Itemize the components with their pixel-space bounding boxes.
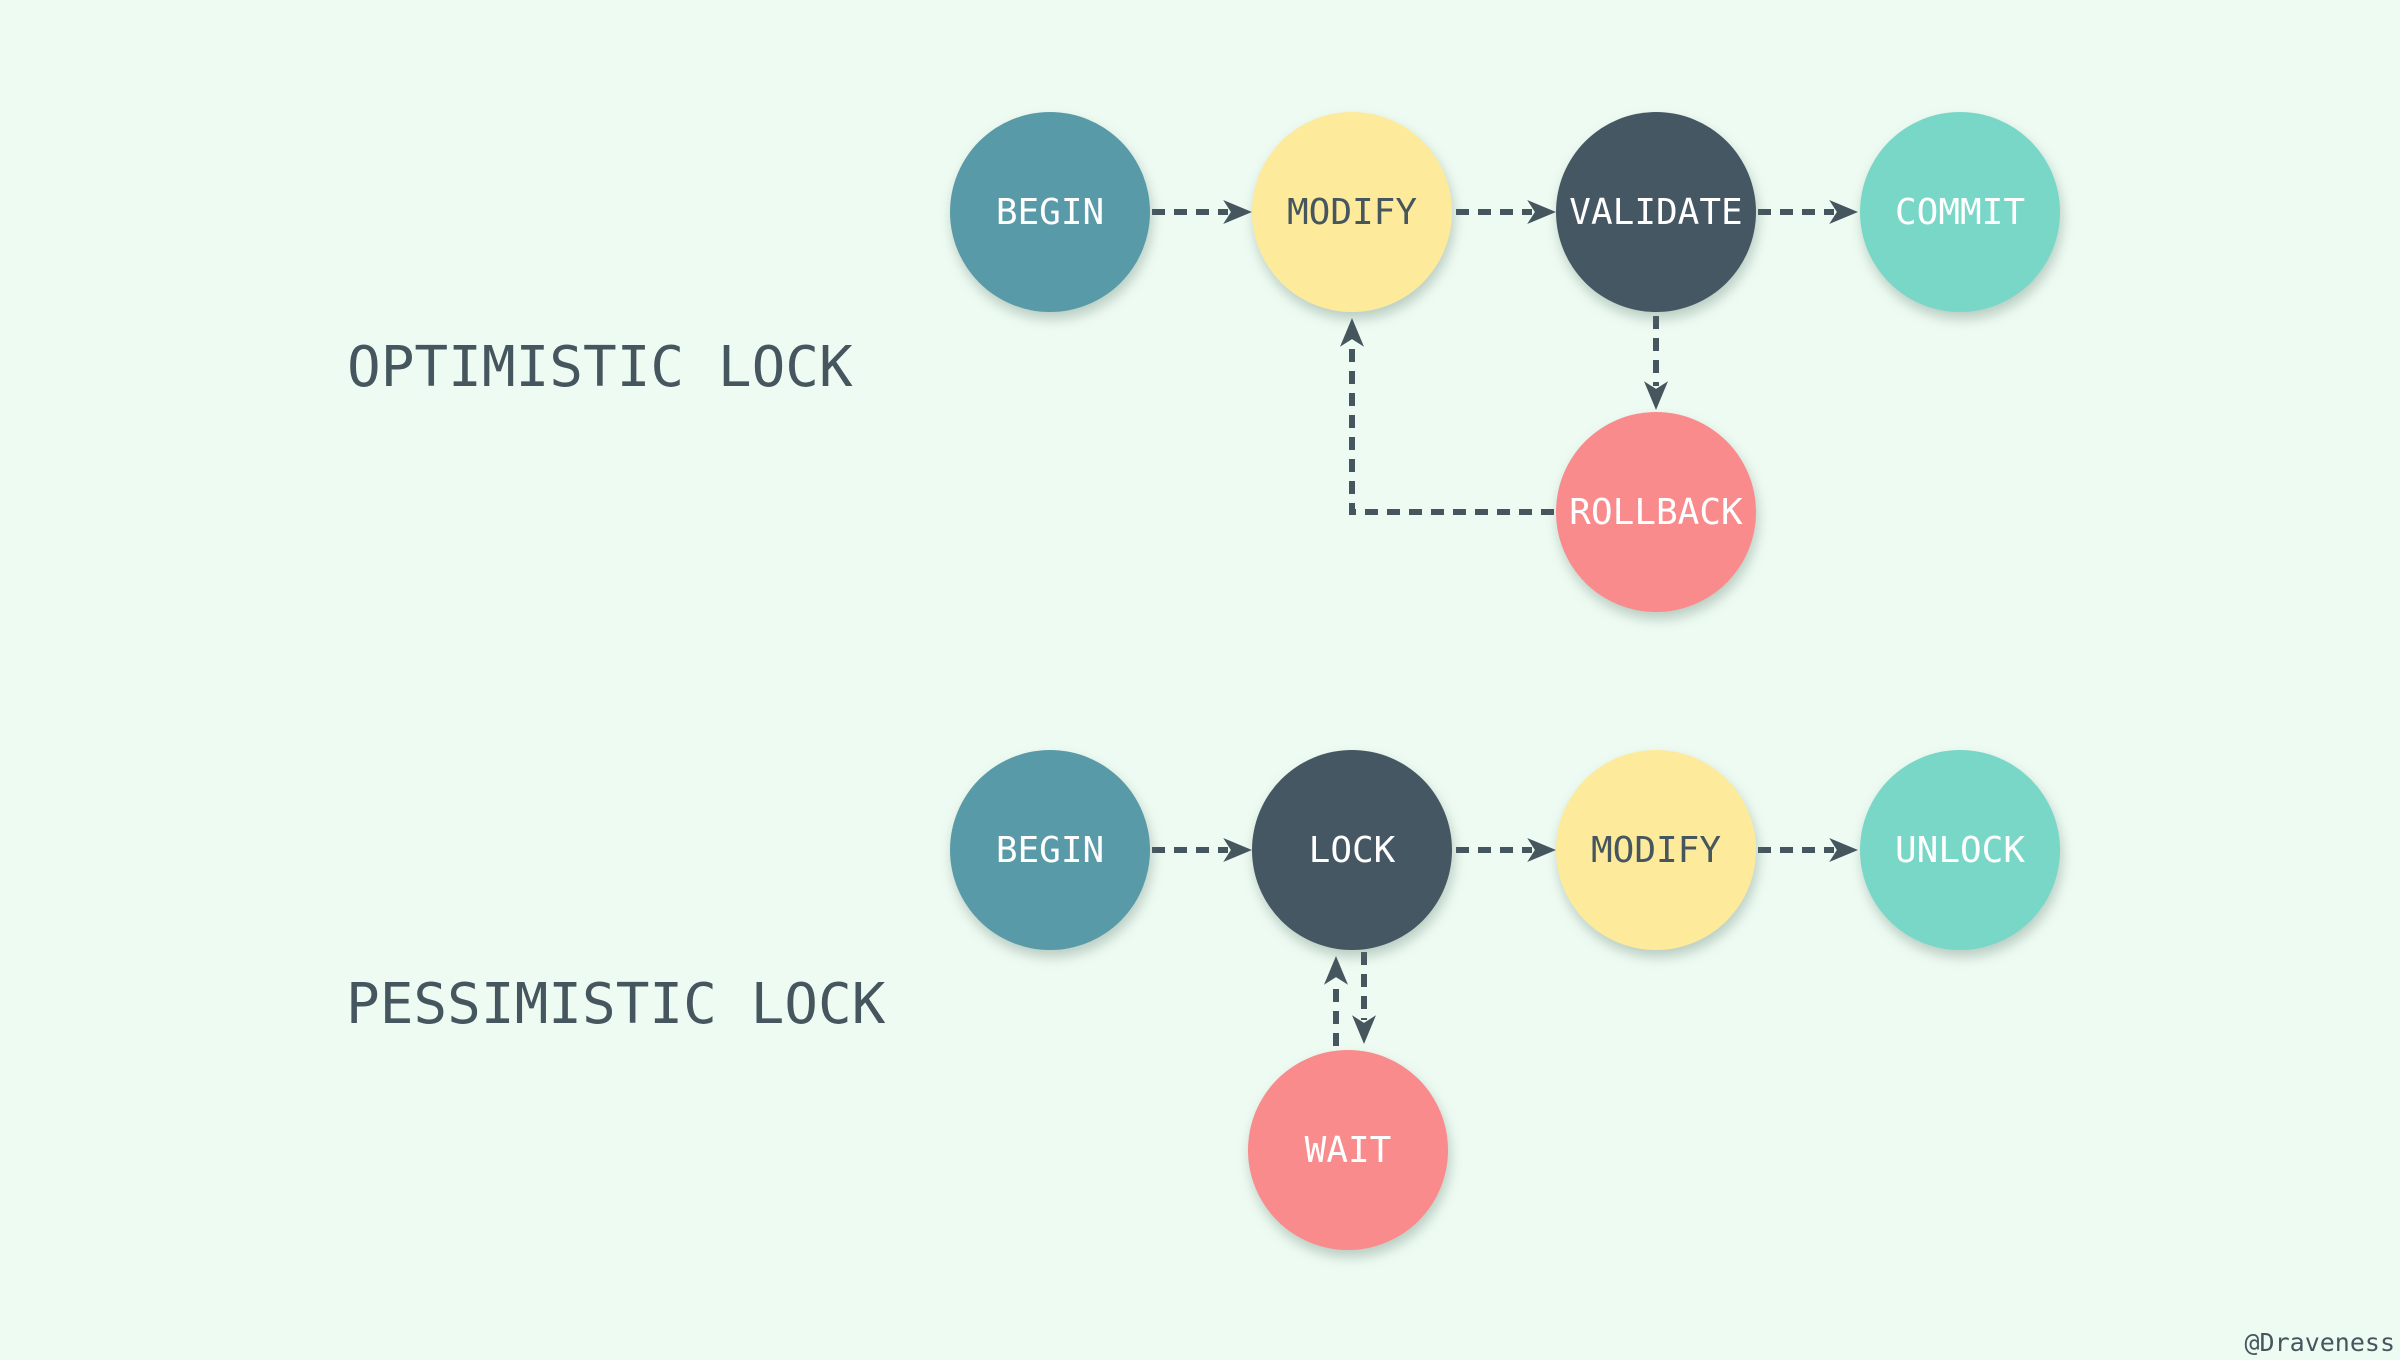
arrow-rollback-to-modify: [1339, 317, 1554, 515]
node-optimistic-modify: MODIFY: [1252, 112, 1452, 312]
node-label: MODIFY: [1590, 829, 1722, 871]
optimistic-lock-title: OPTIMISTIC LOCK: [347, 335, 853, 400]
node-label: COMMIT: [1894, 191, 2026, 233]
node-pessimistic-lock: LOCK: [1252, 750, 1452, 950]
node-label: LOCK: [1308, 829, 1396, 871]
pessimistic-lock-title: PESSIMISTIC LOCK: [346, 972, 886, 1037]
node-optimistic-rollback: ROLLBACK: [1556, 412, 1756, 612]
node-pessimistic-modify: MODIFY: [1556, 750, 1756, 950]
node-label: WAIT: [1304, 1129, 1392, 1171]
node-label: UNLOCK: [1894, 829, 2026, 871]
node-pessimistic-wait: WAIT: [1248, 1050, 1448, 1250]
node-label: BEGIN: [995, 829, 1105, 871]
node-pessimistic-begin: BEGIN: [950, 750, 1150, 950]
watermark-credit: @Draveness: [2244, 1328, 2395, 1357]
node-optimistic-begin: BEGIN: [950, 112, 1150, 312]
node-pessimistic-unlock: UNLOCK: [1860, 750, 2060, 950]
node-label: ROLLBACK: [1569, 491, 1743, 533]
node-optimistic-validate: VALIDATE: [1556, 112, 1756, 312]
node-optimistic-commit: COMMIT: [1860, 112, 2060, 312]
node-label: VALIDATE: [1569, 191, 1743, 233]
node-label: MODIFY: [1286, 191, 1418, 233]
node-label: BEGIN: [995, 191, 1105, 233]
